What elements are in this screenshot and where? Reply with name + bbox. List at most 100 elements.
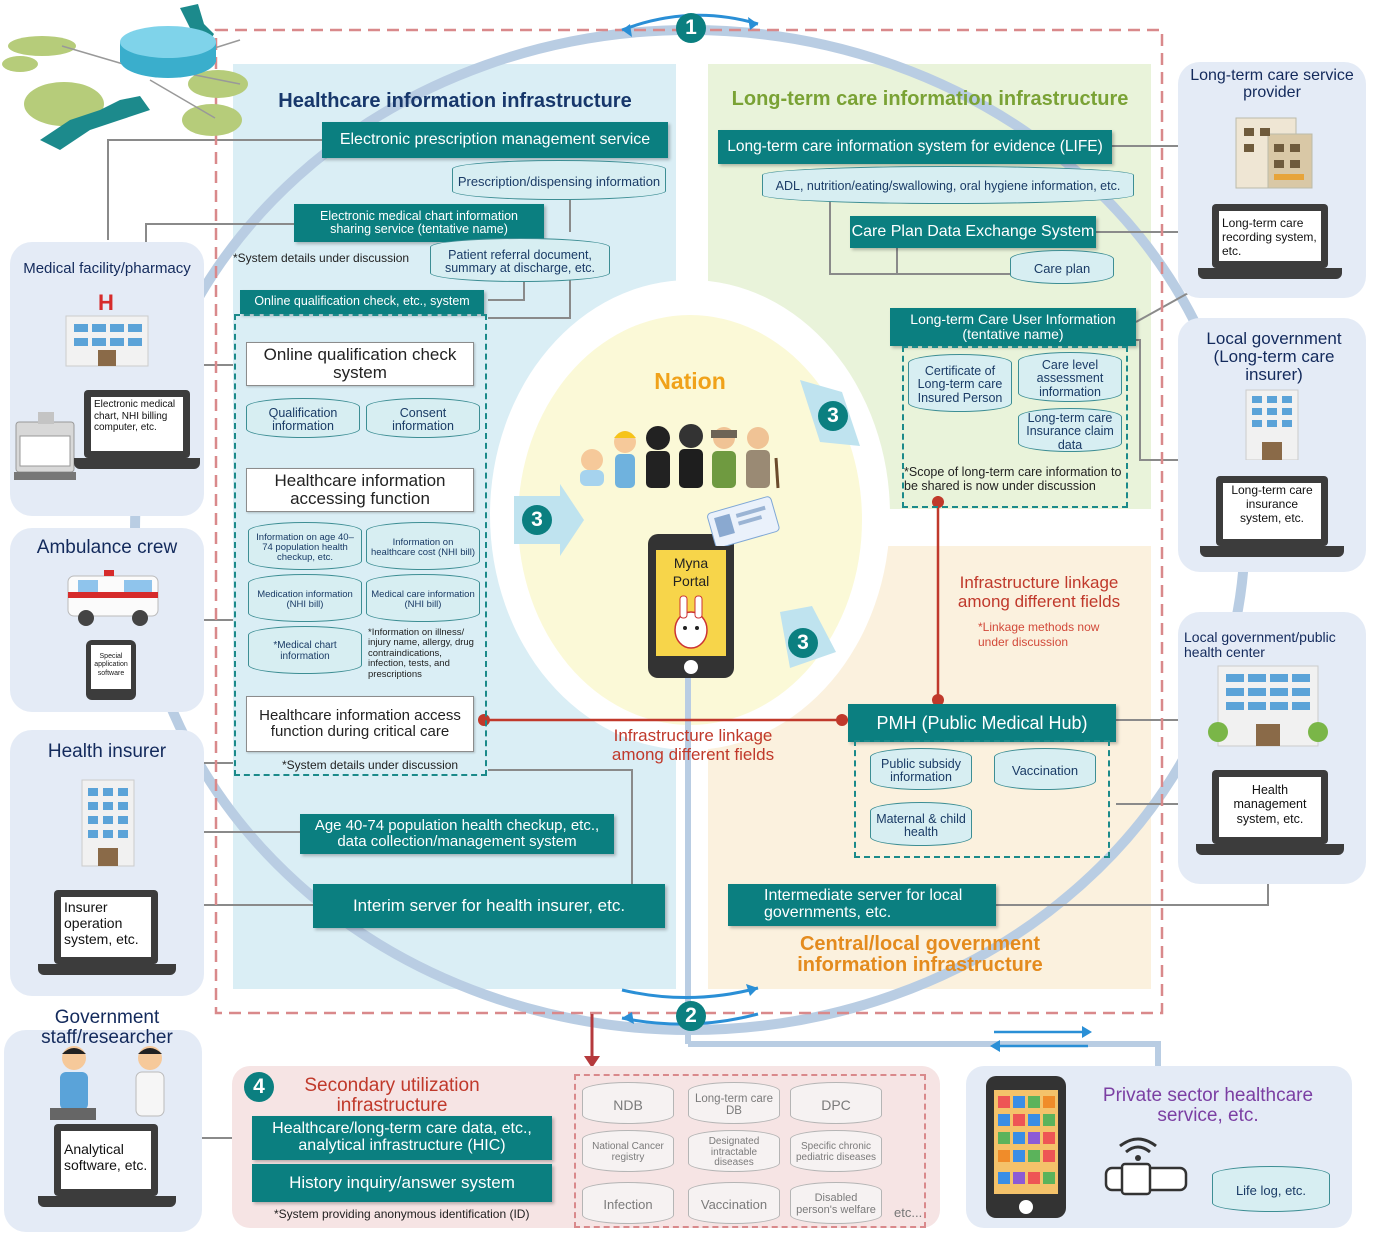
healthcare-cost-db: Information on healthcare cost (NHI bill… [366,522,480,570]
secondary-db-item: Disabled person's welfare [790,1182,882,1224]
local-gov-ltc-title: Local government (Long-term care insurer… [1206,329,1342,384]
ltc-provider-title: Long-term care service provider [1190,67,1354,101]
secondary-db-group [574,1074,926,1228]
insurer-building-icon [81,779,135,867]
vaccination-db: Vaccination [994,748,1096,790]
medication-db: Medication information (NHI bill) [248,574,362,622]
system-details-note: *System details under discussion [233,251,410,265]
illness-info-note: *Information on illness/ injury name, al… [368,627,474,680]
ambulance-tablet: Special application software [86,640,136,700]
medical-laptop-base [74,458,200,469]
ltc-user-info-group [902,346,1128,508]
gov-staff-title: Government staff/researcher [41,1007,173,1048]
medical-facility-title: Medical facility/pharmacy [23,260,191,277]
mynaportal-mascot-icon [674,595,708,649]
online-qualification-check[interactable]: Online qualification check system [246,342,474,386]
myna-portal-label: Myna Portal [672,555,710,590]
healthcare-access-function[interactable]: Healthcare information accessing functio… [246,468,474,512]
ltc-insurance-text: Long-term care insurance system, etc. [1223,483,1321,539]
citizens-illustration [580,424,780,489]
ltc-recording-laptop-base [1198,268,1342,279]
secondary-etc-label: etc... [894,1205,923,1220]
health-center-icon [1208,665,1328,747]
health-checkup-data-system[interactable]: Age 40-74 population health checkup, etc… [300,814,614,854]
secondary-db-item: National Cancer registry [582,1130,674,1172]
japan-map-icon [2,4,248,150]
history-inquiry-system[interactable]: History inquiry/answer system [252,1164,552,1202]
secondary-zone-title: Secondary utilization infrastructure [304,1075,480,1116]
care-facility-icon [1235,117,1313,189]
analytical-laptop-screen: Analytical software, etc. [54,1124,158,1196]
app-grid-icon [994,1090,1058,1194]
secondary-db-item: NDB [582,1082,674,1124]
medical-laptop-text: Electronic medical chart, NHI billing co… [91,397,183,451]
health-mgmt-laptop-base [1196,844,1344,855]
step-3-badge-top: 3 [818,401,848,431]
ltc-zone-title: Long-term care information infrastructur… [731,88,1129,110]
system-details-note-2: *System details under discussion [282,758,459,772]
public-subsidy-db: Public subsidy information [870,748,972,790]
step-4-badge: 4 [244,1072,274,1102]
hic-infrastructure[interactable]: Healthcare/long-term care data, etc., an… [252,1116,552,1160]
adl-db: ADL, nutrition/eating/swallowing, oral h… [762,166,1134,204]
referral-db: Patient referral document, summary at di… [430,238,610,282]
critical-care-function[interactable]: Healthcare information access function d… [246,696,474,752]
phone-home-button-icon [1019,1200,1033,1214]
insurer-laptop-base [38,964,176,975]
linkage-center-label: Infrastructure linkage among different f… [611,726,775,764]
secondary-db-item: Long-term care DB [688,1082,780,1124]
nation-title: Nation [654,368,726,394]
myna-portal-phone[interactable]: Myna Portal [648,534,734,678]
phone-home-button-icon [684,660,698,674]
linkage-right-note: *Linkage methods now under discussion [978,620,1100,649]
anonymous-id-note: *System providing anonymous identificati… [274,1207,530,1221]
eprescription-service[interactable]: Electronic prescription management servi… [322,122,668,158]
ltc-insurance-laptop-base [1200,546,1344,557]
step-1-badge: 1 [676,13,706,43]
ltc-recording-laptop-screen: Long-term care recording system, etc. [1212,204,1328,268]
health-mgmt-laptop-screen: Health management system, etc. [1212,770,1328,844]
health-insurer-title: Health insurer [47,741,167,762]
ambulance-app-text: Special application software [91,645,131,689]
online-qualification-system[interactable]: Online qualification check, etc., system [240,290,484,314]
analytical-laptop-base [38,1196,176,1207]
medical-care-db: Medical care information (NHI bill) [366,574,480,622]
insurer-laptop-screen: Insurer operation system, etc. [54,890,158,964]
pharmacy-terminal-icon [14,412,76,480]
secondary-db-item: DPC [790,1082,882,1124]
claim-data-db: Long-term care Insurance claim data [1018,408,1122,452]
care-plan-exchange-system[interactable]: Care Plan Data Exchange System [850,216,1096,248]
secondary-db-item: Specific chronic pediatric diseases [790,1130,882,1172]
ltc-recording-text: Long-term care recording system, etc. [1219,211,1321,261]
researchers-icon [50,1046,165,1120]
secondary-db-item: Designated intractable diseases [688,1130,780,1172]
central-zone-title: Central/local government information inf… [797,933,1043,976]
interim-server-health-insurer[interactable]: Interim server for health insurer, etc. [313,884,665,928]
prescription-db: Prescription/dispensing information [452,160,666,200]
secondary-db-item: Infection [582,1182,674,1224]
certificate-db: Certificate of Long-term care Insured Pe… [908,354,1012,412]
pmh-public-medical-hub[interactable]: PMH (Public Medical Hub) [848,704,1116,742]
insurer-laptop-text: Insurer operation system, etc. [61,897,151,957]
qualification-db: Qualification information [246,398,360,438]
ltc-insurance-laptop-screen: Long-term care insurance system, etc. [1216,476,1328,546]
intermediate-server-local-gov[interactable]: Intermediate server for local government… [728,884,996,926]
linkage-right-label: Infrastructure linkage among different f… [957,573,1121,611]
hospital-icon: H [65,290,149,367]
ltc-user-information[interactable]: Long-term Care User Information (tentati… [890,308,1136,346]
ambulance-title: Ambulance crew [36,537,178,558]
ltc-scope-note: *Scope of long-term care information to … [904,465,1122,493]
online-qualification-group [234,314,487,776]
step-3-badge-left: 3 [522,505,552,535]
step-2-badge: 2 [676,1001,706,1031]
pmh-group [854,740,1110,858]
life-system[interactable]: Long-term care information system for ev… [718,130,1112,164]
consent-db: Consent information [366,398,480,438]
emr-sharing-service[interactable]: Electronic medical chart information sha… [294,204,544,242]
local-gov-health-title: Local government/public health center [1184,629,1336,660]
health-mgmt-text: Health management system, etc. [1219,777,1321,837]
step-3-badge-bottom: 3 [788,628,818,658]
private-sector-title: Private sector healthcare service, etc. [1102,1085,1314,1126]
maternal-child-health-db: Maternal & child health [870,802,972,846]
medical-chart-db: *Medical chart information [248,626,362,674]
